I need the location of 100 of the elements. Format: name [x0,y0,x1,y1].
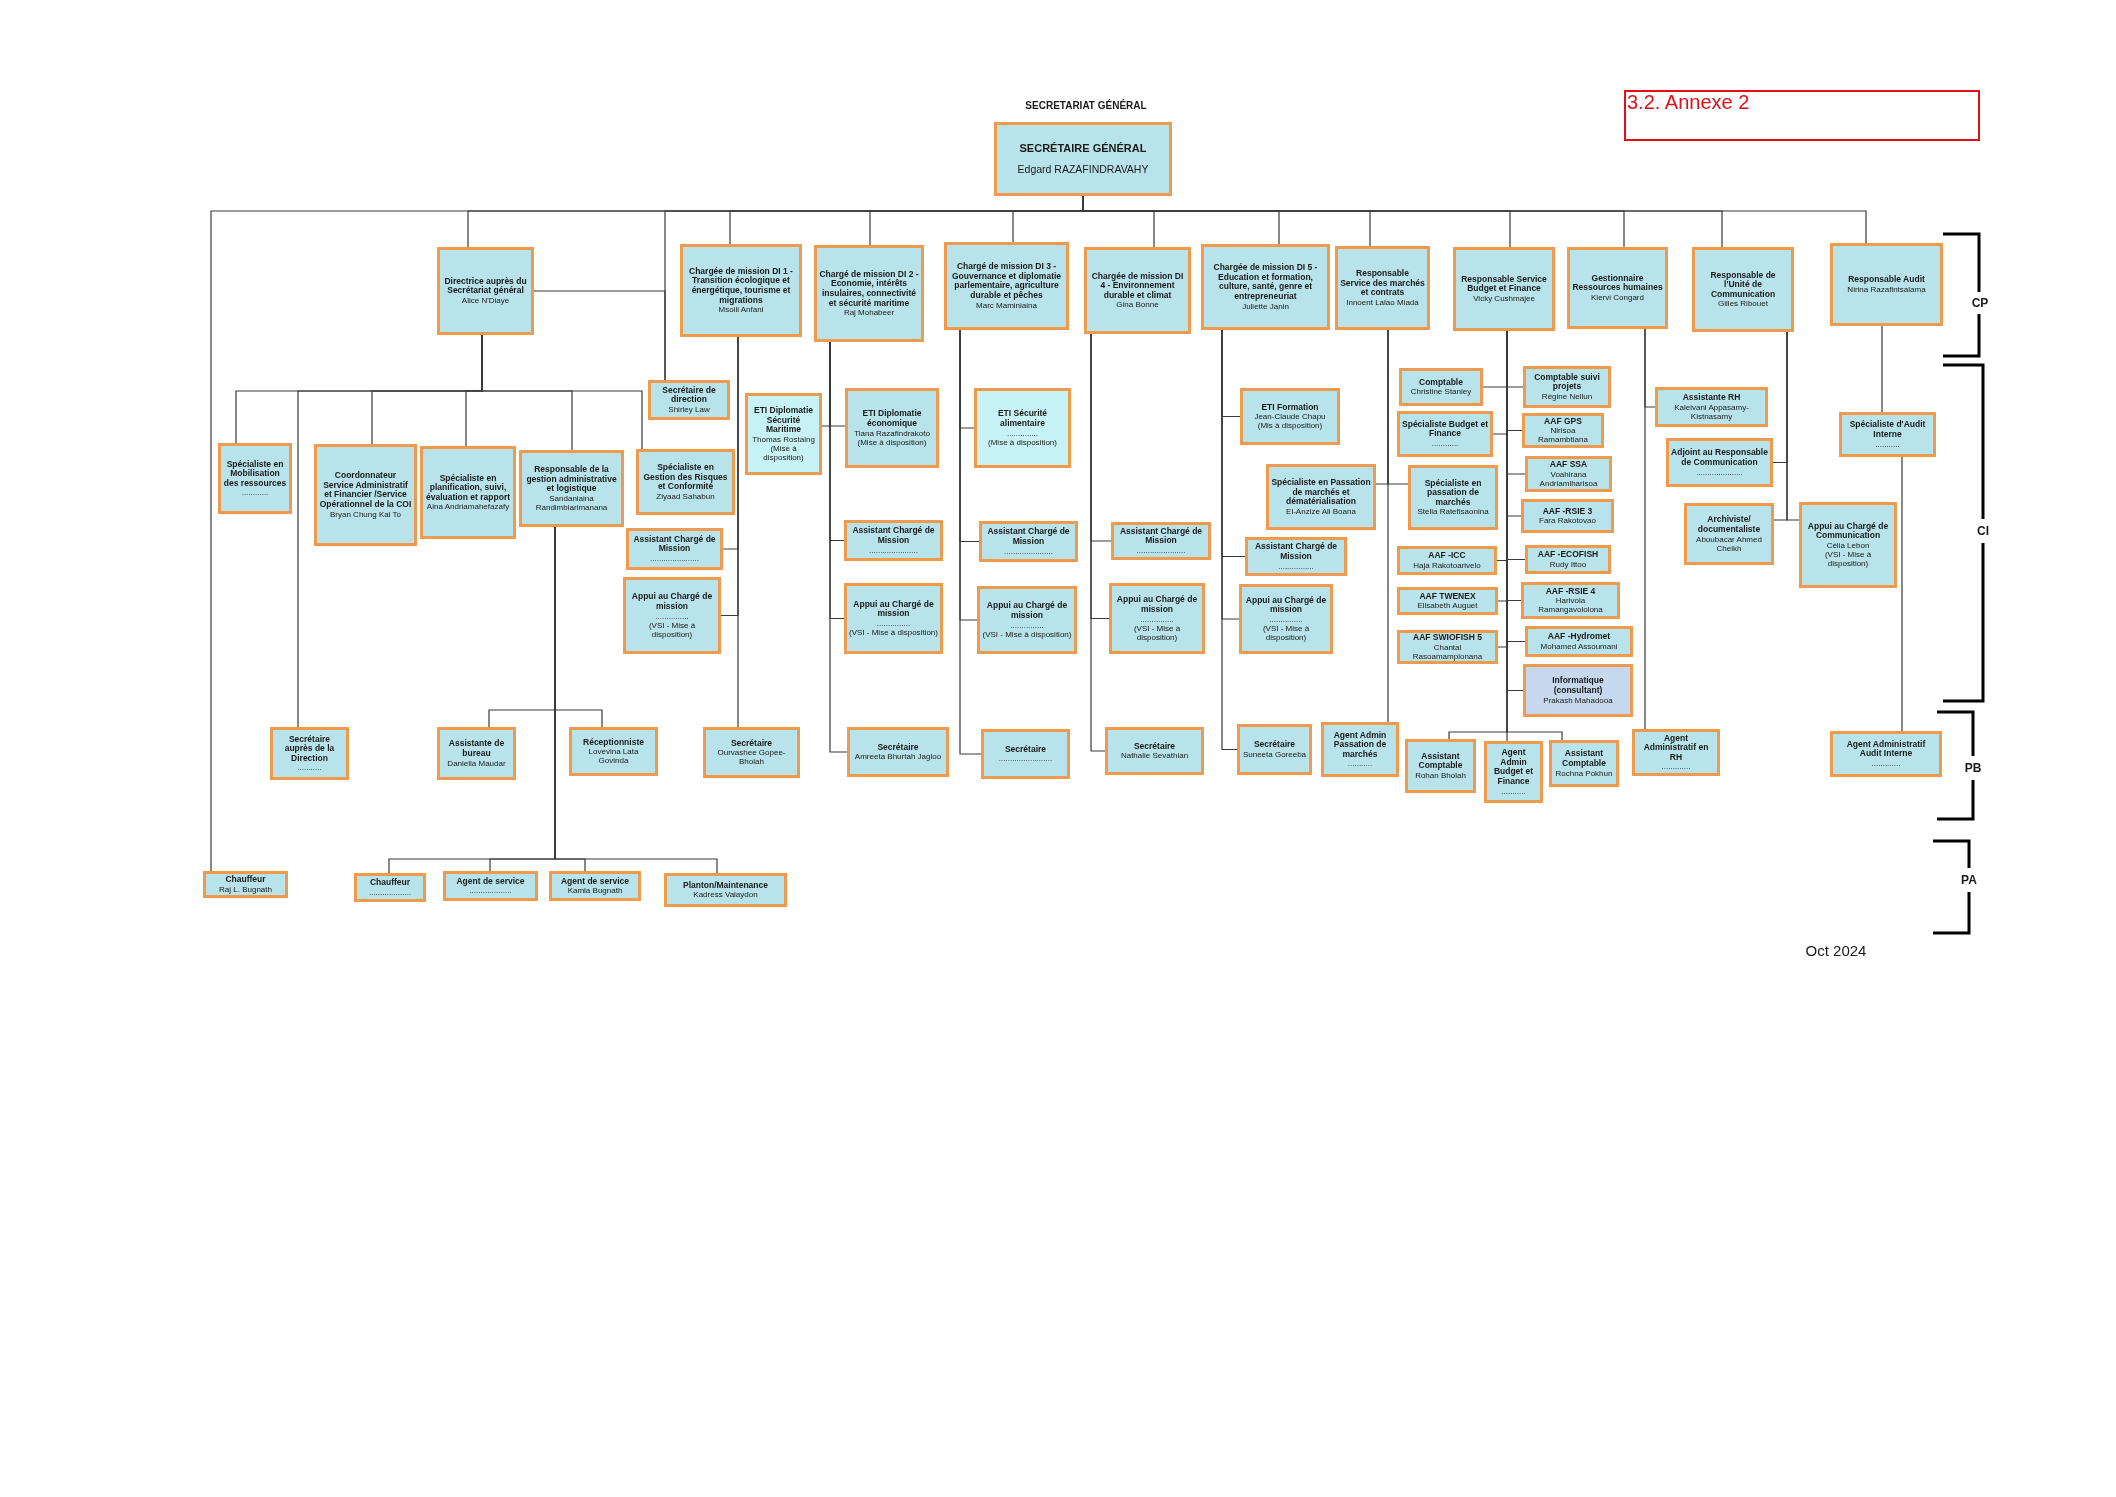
org-box [680,244,802,337]
org-box [1567,247,1668,329]
position-title: Assistante RH [1682,393,1741,403]
position-title: Chauffeur [369,878,411,888]
position-title: Agent Admin Passation de marchés [1332,730,1388,760]
org-box [1266,464,1376,530]
position-title: Appui au Chargé de mission [985,601,1069,621]
detail-text: Ourvashee Gopee-Bholah [716,748,787,767]
detail-text: Kadress Valaydon [693,890,758,900]
position-title: Secrétaire [1253,740,1296,750]
org-box [1399,368,1483,406]
level-label: CP [1971,296,1989,310]
position-title: Secrétaire auprès de la Direction [283,734,336,764]
level-label: PB [1964,761,1982,775]
position-title: Spécialiste en Mobilisation des ressources [223,459,287,489]
detail-text: Tiana Razafindrakoto [854,428,930,438]
org-box [1522,413,1604,448]
detail-text: Msoili Anfani [718,305,764,315]
detail-text: Stella Ratefisaonina [1417,507,1489,517]
position-title: Responsable Service Budget et Finance [1460,274,1548,295]
position-title: AAF -Hydromet [1547,632,1611,642]
detail-text: Bryan Chung Kai To [330,509,401,519]
detail-text: Raj L. Bugnath [219,884,272,894]
org-box [745,393,822,475]
position-title: Comptable suivi projets [1533,372,1601,393]
position-title: AAF SSA [1549,460,1588,470]
org-box [443,871,538,901]
detail-text: ..................... [1696,467,1743,477]
detail-text: (VSI - Mise à disposition) [1823,550,1873,569]
org-box [977,586,1077,654]
org-box [569,727,658,776]
detail-text: Lovevina Lata Govinda [587,747,640,766]
org-box [1525,626,1633,657]
position-title: Agent Admin Budget et Finance [1492,748,1535,787]
position-title: Assistant Chargé de Mission [1118,526,1204,547]
position-title: Assistante de bureau [447,739,506,759]
position-title: Spécialiste en Gestion des Risques et Conformité [642,463,729,492]
position-title: Chargé de mission DI 2 - Economie, intérêts insulaires, connectivité et sécurité maritime [819,269,919,309]
position-title: Chargée de mission DI 4 - Environnement durable et climat [1090,271,1185,301]
org-box [1397,411,1493,457]
org-box [218,443,292,514]
detail-text: ...................... [1136,546,1186,556]
org-box [1830,731,1942,777]
detail-text: ............... [1010,620,1044,630]
org-box [1245,537,1347,576]
detail-text: ...................... [1004,546,1053,556]
connector-line [737,336,739,728]
org-box [1084,247,1191,334]
position-title: Spécialiste d'Audit Interne [1848,420,1927,440]
detail-text: Shirley Law [668,405,710,415]
connector-line [1901,456,1903,732]
detail-text: Aina Andriamahefazafy [426,502,510,512]
position-title: Adjoint au Responsable de Communication [1671,448,1768,468]
detail-text: Klervi Congard [1591,293,1644,303]
detail-text: Vicky Cushmajee [1473,294,1535,304]
position-title: Secrétaire de direction [661,385,717,406]
org-box [1397,587,1498,615]
connector-line [1221,329,1238,751]
position-title: Appui au Chargé de mission [852,599,935,620]
position-title: Secrétaire [730,738,773,749]
detail-text: Aboubacar Ahmed Cheikh [1695,534,1763,553]
position-title: Directrice auprès du Secrétariat général [443,276,528,297]
org-box [623,577,721,654]
detail-text: Nirina Razafintsalama [1847,284,1926,294]
org-box [1109,583,1205,654]
org-box [1237,724,1312,775]
detail-text: ...................... [650,554,699,564]
detail-text: Rohan Bholah [1415,771,1466,781]
position-title: Informatique (consultant) [1551,676,1605,696]
position-title: Spécialiste en passation de marchés [1423,478,1483,508]
position-title: Coordonnateur Service Administratif et Financier /Service Opérationnel de la COI [319,471,412,510]
org-box [1830,243,1943,326]
detail-text: (Mis à disposition) [1257,421,1323,431]
connector-line [1881,325,1883,413]
org-box [981,729,1070,779]
org-box [203,871,288,898]
position-title: ETI Diplomatie Sécurité Maritime [752,406,814,435]
org-box [1397,546,1497,575]
position-title: Secrétaire [1133,741,1176,752]
detail-text: Rudy Ittoo [1549,559,1587,569]
org-box [1549,740,1619,787]
detail-text: Juliette Janin [1242,301,1289,311]
org-box [420,446,516,539]
position-title: Agent de service [456,876,525,887]
detail-text: Voahirana Andriamiharisoa [1538,469,1599,488]
org-box [437,247,534,335]
org-box [519,450,624,527]
connector-line [533,290,666,381]
org-box [1484,741,1543,803]
detail-text: Alice N'Diaye [461,296,510,306]
detail-text: ............ [241,488,269,498]
position-title: Chargé de mission DI 3 - Gouvernance et diplomatie parlementaire, agriculture durable et pêches [950,262,1063,301]
org-box [1684,503,1774,565]
position-title: ETI Diplomatie économique [861,409,923,429]
detail-text: (VSI - Mise à disposition) [1132,623,1182,642]
org-box [844,520,943,561]
org-box [648,380,730,420]
detail-text: Fara Rakotovao [1539,516,1596,526]
position-title: Appui au Chargé de mission [1244,595,1328,616]
detail-text: ........... [1501,786,1526,796]
